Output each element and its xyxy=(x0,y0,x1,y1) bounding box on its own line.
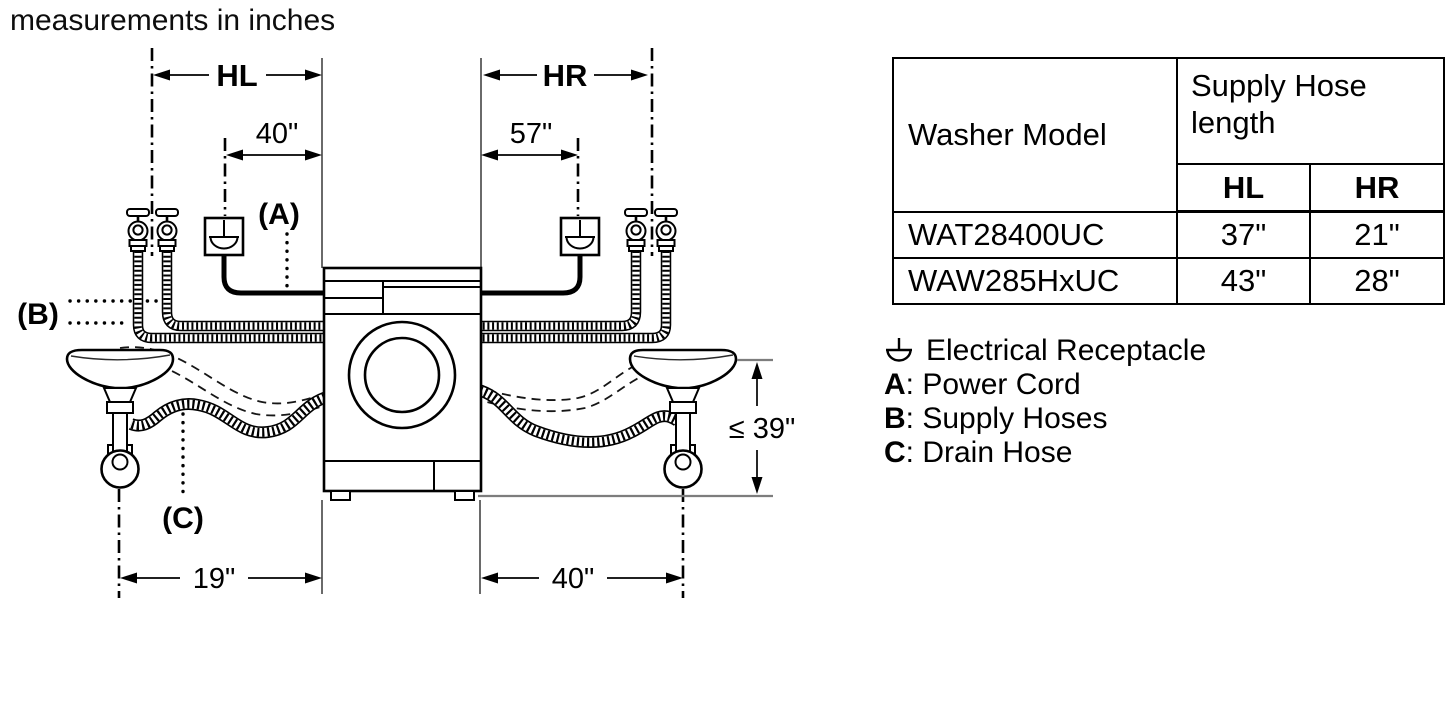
table-row: WAT28400UC 37" 21" xyxy=(892,210,1445,259)
faucet-icon xyxy=(154,207,180,253)
leader-lines xyxy=(68,232,289,496)
reference-lines xyxy=(117,48,685,598)
hl-value: 37" xyxy=(1176,210,1311,259)
legend-row-receptacle: Electrical Receptacle xyxy=(884,334,1206,368)
table-row: WAW285HxUC 43" 28" xyxy=(892,257,1445,305)
electrical-receptacle-icon xyxy=(886,338,912,362)
dimension-hl: HL xyxy=(153,58,322,93)
faucet-icon xyxy=(125,207,151,253)
legend-receptacle-label: Electrical Receptacle xyxy=(926,334,1207,367)
dim-57-text: 57" xyxy=(510,118,553,150)
table-header-hr: HR xyxy=(1309,163,1445,213)
label-c: (C) xyxy=(162,502,204,535)
table-header-supply-hose: Supply Hose length xyxy=(1176,57,1445,165)
supply-hose-table: Washer Model Supply Hose length HL HR WA… xyxy=(892,57,1445,305)
label-b: (B) xyxy=(17,298,59,331)
legend-row-a: A : Power Cord xyxy=(884,368,1206,402)
dimension-39: ≤ 39" xyxy=(729,362,796,494)
washer-foot-right xyxy=(454,490,475,501)
receptacle-left xyxy=(203,216,245,257)
dim-39-text: ≤ 39" xyxy=(729,413,796,445)
electrical-receptacle-icon xyxy=(209,220,239,250)
hr-value: 28" xyxy=(1309,257,1445,305)
electrical-receptacle-icon xyxy=(565,220,595,250)
dimension-hr: HR xyxy=(483,58,648,93)
dim-40-bottom-text: 40" xyxy=(552,563,595,595)
table-header-hl: HL xyxy=(1176,163,1311,213)
legend-label-a: : Power Cord xyxy=(905,368,1081,401)
legend-key-a: A xyxy=(884,368,906,401)
legend-row-b: B : Supply Hoses xyxy=(884,402,1206,436)
dim-hl-text: HL xyxy=(216,58,257,93)
faucet-icon xyxy=(623,207,649,253)
model-name: WAW285HxUC xyxy=(892,257,1178,305)
washer-foot-left xyxy=(330,490,351,501)
drain-hose-left xyxy=(131,396,330,432)
hl-value: 43" xyxy=(1176,257,1311,305)
legend-key-c: C xyxy=(884,436,906,469)
dim-19-text: 19" xyxy=(193,563,236,595)
sink-right xyxy=(628,348,738,489)
legend-label-b: : Supply Hoses xyxy=(905,402,1108,435)
installation-diagram: HL HR 40" 57" (A) (B) (C) xyxy=(17,48,796,598)
legend-key-b: B xyxy=(884,402,906,435)
hr-value: 21" xyxy=(1309,210,1445,259)
power-cord-right xyxy=(473,254,583,296)
page-title: measurements in inches xyxy=(10,4,336,37)
label-a: (A) xyxy=(258,198,300,231)
legend: Electrical Receptacle A : Power Cord B :… xyxy=(884,334,1206,470)
faucet-icon xyxy=(653,207,679,253)
dimension-57: 57" xyxy=(481,118,578,161)
dim-hr-text: HR xyxy=(543,58,588,93)
receptacle-right xyxy=(559,216,601,257)
legend-row-c: C : Drain Hose xyxy=(884,436,1206,470)
sink-left xyxy=(65,348,175,489)
dimension-40-top: 40" xyxy=(226,118,322,161)
dimension-40-bottom: 40" xyxy=(481,563,683,595)
legend-label-c: : Drain Hose xyxy=(905,436,1073,469)
dimension-19: 19" xyxy=(120,563,322,595)
table-header-washer-model: Washer Model xyxy=(892,57,1178,213)
model-name: WAT28400UC xyxy=(892,210,1178,259)
washer-front xyxy=(322,266,483,501)
power-cord-left xyxy=(221,254,330,296)
drain-hose-right xyxy=(475,389,679,442)
dim-40-top-text: 40" xyxy=(256,118,299,150)
